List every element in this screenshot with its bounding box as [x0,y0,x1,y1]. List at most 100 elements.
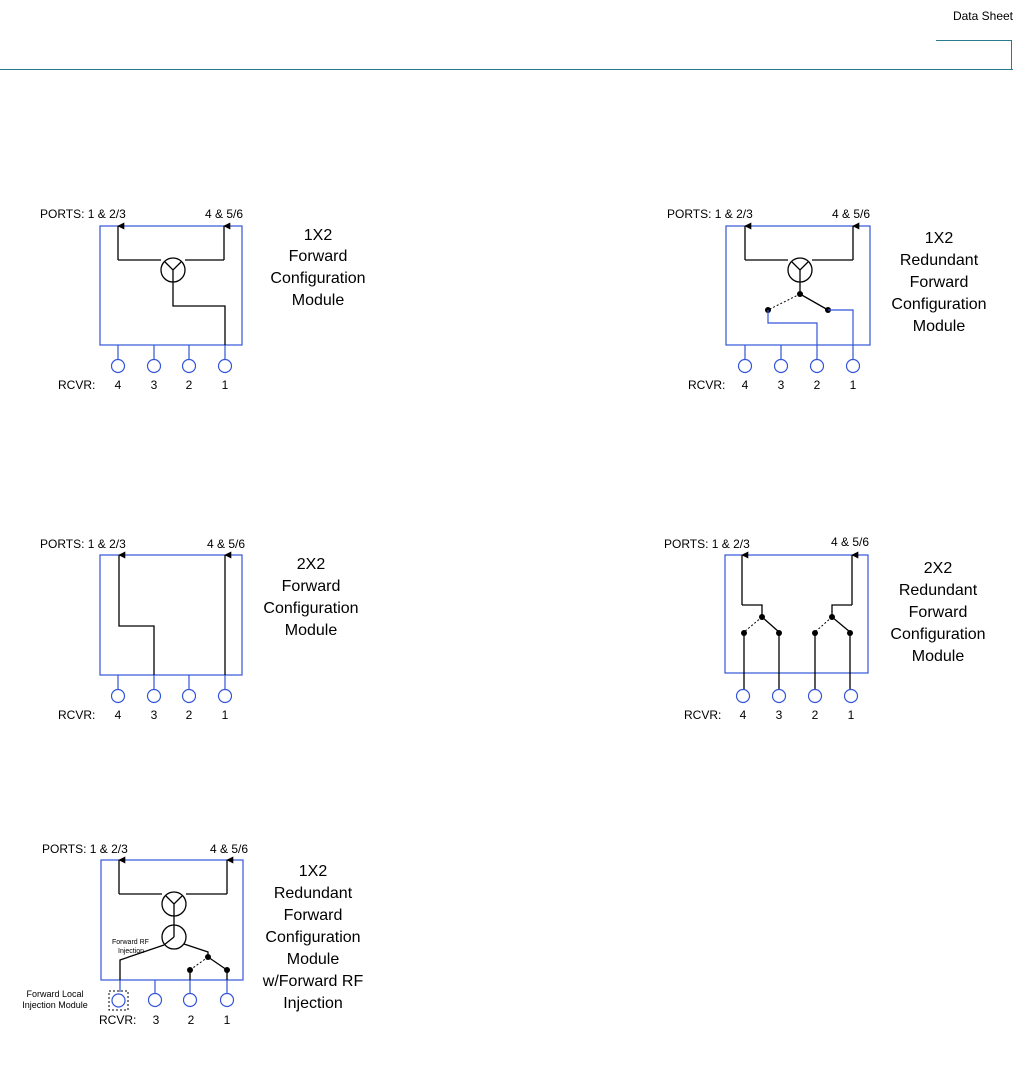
svg-text:w/Forward RF: w/Forward RF [262,973,364,990]
ports-left-label: PORTS: 1 & 2/3 [42,842,128,856]
module-box [99,225,243,346]
rcvr-path [743,633,780,689]
rcvr-port-circle [735,688,751,704]
svg-text:Redundant: Redundant [900,252,979,269]
rcvr-number: 2 [814,378,821,392]
rcvr-port-circle [110,688,126,704]
rcvr-number: 2 [812,708,819,722]
svg-text:2X2: 2X2 [297,556,326,573]
rcvr-prefix: RCVR: [58,708,95,722]
injection-module-outline [108,990,129,1011]
rcvr-number: 4 [740,708,747,722]
rcvr-port-circle [181,358,197,374]
rcvr-number: 3 [153,1013,160,1027]
svg-text:Forward: Forward [909,604,968,621]
switch-arm-active [799,293,829,311]
switch-arm-standby [767,293,801,311]
svg-text:Forward: Forward [289,248,348,265]
svg-text:Configuration: Configuration [890,626,985,643]
switch-arm-standby [189,956,209,971]
rcvr-port-circle [217,358,233,374]
rcvr-path [767,310,818,359]
signal-path [183,943,209,957]
rcvr-number: 1 [848,708,855,722]
rcvr-number: 1 [224,1013,231,1027]
module-title: 1X2 Forward Configuration Module [270,227,365,309]
svg-text:Injection: Injection [283,995,343,1012]
module-title: 1X2 Redundant Forward Configuration Modu… [891,230,986,335]
rcvr-number: 1 [850,378,857,392]
rcvr-port-circle [843,688,859,704]
svg-text:Module: Module [912,648,965,665]
switch-arm-active [761,616,780,633]
signal-path [742,604,763,616]
svg-text:Configuration: Configuration [270,270,365,287]
rcvr-leads [117,675,226,689]
ports-left-label: PORTS: 1 & 2/3 [667,207,753,221]
module-title: 2X2 Forward Configuration Module [263,556,358,639]
module-1x2-redundant-forward: PORTS: 1 & 2/3 4 & 5/6 RCVR: 4 3 2 1 1X2… [667,207,987,392]
module-box [99,554,243,676]
svg-text:1X2: 1X2 [304,227,333,244]
module-box [724,554,869,674]
svg-text:Forward: Forward [910,274,969,291]
module-box [100,859,244,981]
module-title: 1X2 Redundant Forward Configuration Modu… [262,863,364,1012]
rcvr-number: 3 [778,378,785,392]
rcvr-number: 1 [222,378,229,392]
injection-port-circle [111,993,126,1008]
rcvr-leads [744,345,782,359]
rcvr-number: 3 [776,708,783,722]
rcvr-port-circle [807,688,823,704]
svg-text:Forward: Forward [282,578,341,595]
rcvr-port-circle [147,992,163,1008]
rcvr-path [814,633,851,689]
svg-text:1X2: 1X2 [925,230,954,247]
rcvr-port-circle [146,688,162,704]
rcvr-port-circle [845,358,861,374]
module-title: 2X2 Redundant Forward Configuration Modu… [890,560,985,665]
rcvr-port-circle [219,992,235,1008]
signal-path-left [118,551,155,675]
inner-label: Forward RF [112,939,149,946]
rcvr-port-circle [771,688,787,704]
switch-arm-standby [743,616,763,633]
combiner-icon [161,916,187,950]
svg-text:Configuration: Configuration [265,929,360,946]
rcvr-port-circle [773,358,789,374]
header-rule [0,69,1013,70]
rcvr-number: 1 [222,708,229,722]
ports-right-label: 4 & 5/6 [832,207,870,221]
side-label: Forward Local [26,989,83,999]
splitter-icon [787,257,813,283]
rcvr-prefix: RCVR: [99,1013,136,1027]
rcvr-path [828,309,854,359]
svg-text:2X2: 2X2 [924,560,953,577]
switch-arm-active [831,616,851,633]
rcvr-port-circle [737,358,753,374]
module-2x2-redundant-forward: PORTS: 1 & 2/3 4 & 5/6 RCVR: 4 3 2 1 2X2… [664,535,986,722]
svg-text:Module: Module [287,951,340,968]
rcvr-number: 4 [115,378,122,392]
module-2x2-forward: PORTS: 1 & 2/3 4 & 5/6 RCVR: 4 3 2 1 2X2… [40,537,359,722]
rcvr-number: 2 [186,378,193,392]
svg-text:Module: Module [285,622,338,639]
module-1x2-redundant-forward-rf-injection: PORTS: 1 & 2/3 4 & 5/6 Forward RF Inject… [22,842,363,1027]
ports-right-label: 4 & 5/6 [210,842,248,856]
signal-path [172,282,226,345]
svg-text:Module: Module [292,292,345,309]
header-title: Data Sheet [952,9,1013,23]
ports-right-label: 4 & 5/6 [831,535,869,549]
ports-right-label: 4 & 5/6 [207,537,245,551]
rcvr-number: 4 [742,378,749,392]
rcvr-port-circle [146,358,162,374]
module-box [725,225,871,346]
signal-path [831,604,852,616]
svg-text:Redundant: Redundant [899,582,978,599]
header-tab-outline [936,40,1012,69]
svg-text:Configuration: Configuration [891,296,986,313]
rf-injection-path [119,944,165,980]
rcvr-prefix: RCVR: [684,708,721,722]
switch-arm-standby [814,616,833,633]
